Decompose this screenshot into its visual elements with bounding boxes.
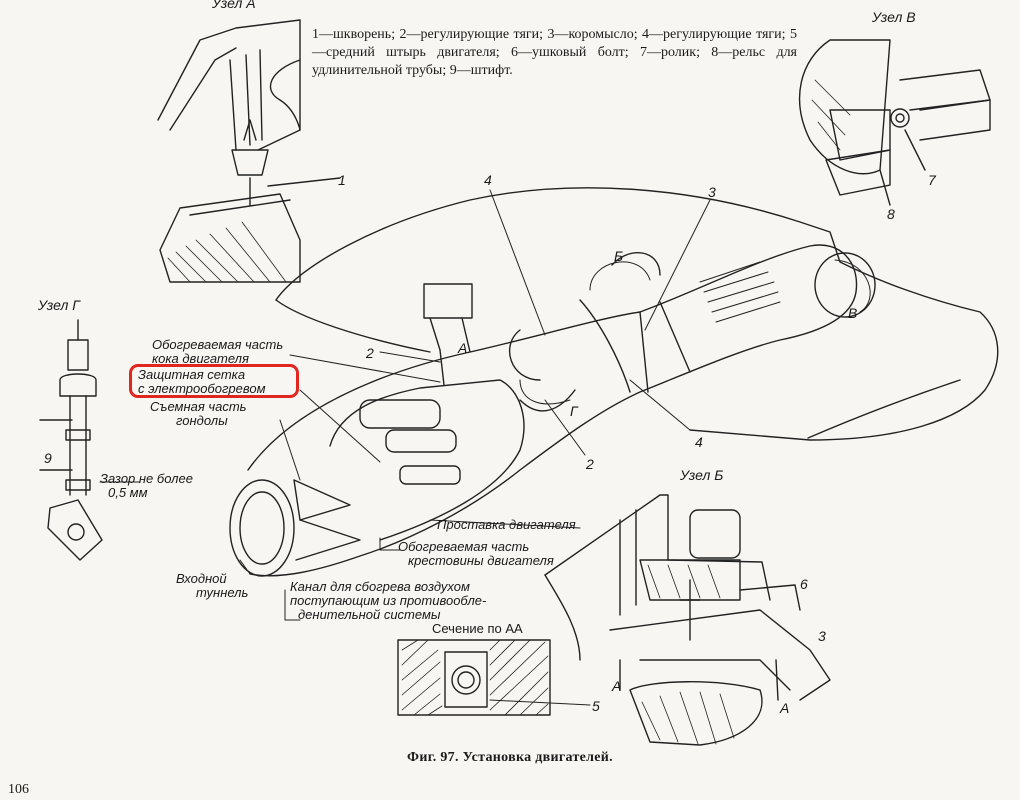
page-number: 106 [8,782,29,797]
mark-4: 4 [695,434,703,450]
label-line: Обогреваемая часть [398,539,530,554]
mark-8: 8 [887,206,895,222]
label-line: туннель [196,585,249,600]
label-line: 0,5 мм [108,485,148,500]
label-heated-hood: Обогреваемая часть кока двигателя [152,338,283,366]
mark-a: А [780,700,790,716]
mark-a: А [458,340,468,356]
node-a-drawing [157,19,341,283]
mark-3: 3 [708,184,716,200]
node-v-drawing [798,39,991,206]
label-line: Входной [176,571,227,586]
node-b-drawing [544,494,831,746]
figure-legend: 1—шкворень; 2—регулирующие тяги; 3—кором… [312,27,797,78]
label-line: Съемная часть [150,399,247,414]
label-line: Обогреваемая часть [152,337,284,352]
label-line: Защитная сетка [138,367,246,382]
mark-4: 4 [484,172,492,188]
mark-g: Г [570,403,578,419]
mark-a: А [612,678,622,694]
mark-b: Б [614,248,624,264]
mark-2: 2 [366,345,374,361]
mark-2: 2 [586,456,594,472]
highlight-box [129,364,299,398]
label-removable-part: Съемная часть гондолы [150,400,247,428]
label-line: крестовины двигателя [408,553,554,568]
mark-6: 6 [800,576,808,592]
label-line: с электрообогревом [138,381,266,396]
label-line: кока двигателя [152,351,249,366]
label-line: Канал для сбогрева воздухом [290,579,470,594]
rotation-arrows [519,259,871,405]
mark-1: 1 [338,172,346,188]
node-g-title: Узел Г [38,297,80,313]
label-engine-spacer: Проставка двигателя [437,517,576,532]
leader-lines [99,189,711,706]
label-heated-cross: Обогреваемая часть крестовины двигателя [398,540,554,568]
mark-5: 5 [592,698,600,714]
label-line: денительной системы [298,607,441,622]
label-line: гондолы [176,413,228,428]
node-b-title: Узел Б [680,467,724,483]
figure-caption: Фиг. 97. Установка двигателей. [407,750,613,765]
mark-v: В [848,305,858,321]
wing-drawing [275,187,999,441]
section-aa-drawing [397,639,551,716]
label-heating-channel: Канал для сбогрева воздухом поступающим … [290,580,486,622]
mark-9: 9 [44,450,52,466]
mark-7: 7 [928,172,936,188]
label-inlet-tunnel: Входной туннель [176,572,248,600]
label-protective-grid: Защитная сетка с электрообогревом [138,368,266,396]
nacelle-drawing [229,244,876,577]
label-gap: Зазор не более 0,5 мм [100,472,193,500]
label-line: Зазор не более [100,471,193,486]
mark-3: 3 [818,628,826,644]
label-section-aa: Сечение по АА [432,621,523,636]
node-v-title: Узел В [872,9,916,25]
node-g-drawing [39,319,103,561]
node-a-title: Узел А [212,0,256,11]
label-line: поступающим из противообле- [290,593,487,608]
